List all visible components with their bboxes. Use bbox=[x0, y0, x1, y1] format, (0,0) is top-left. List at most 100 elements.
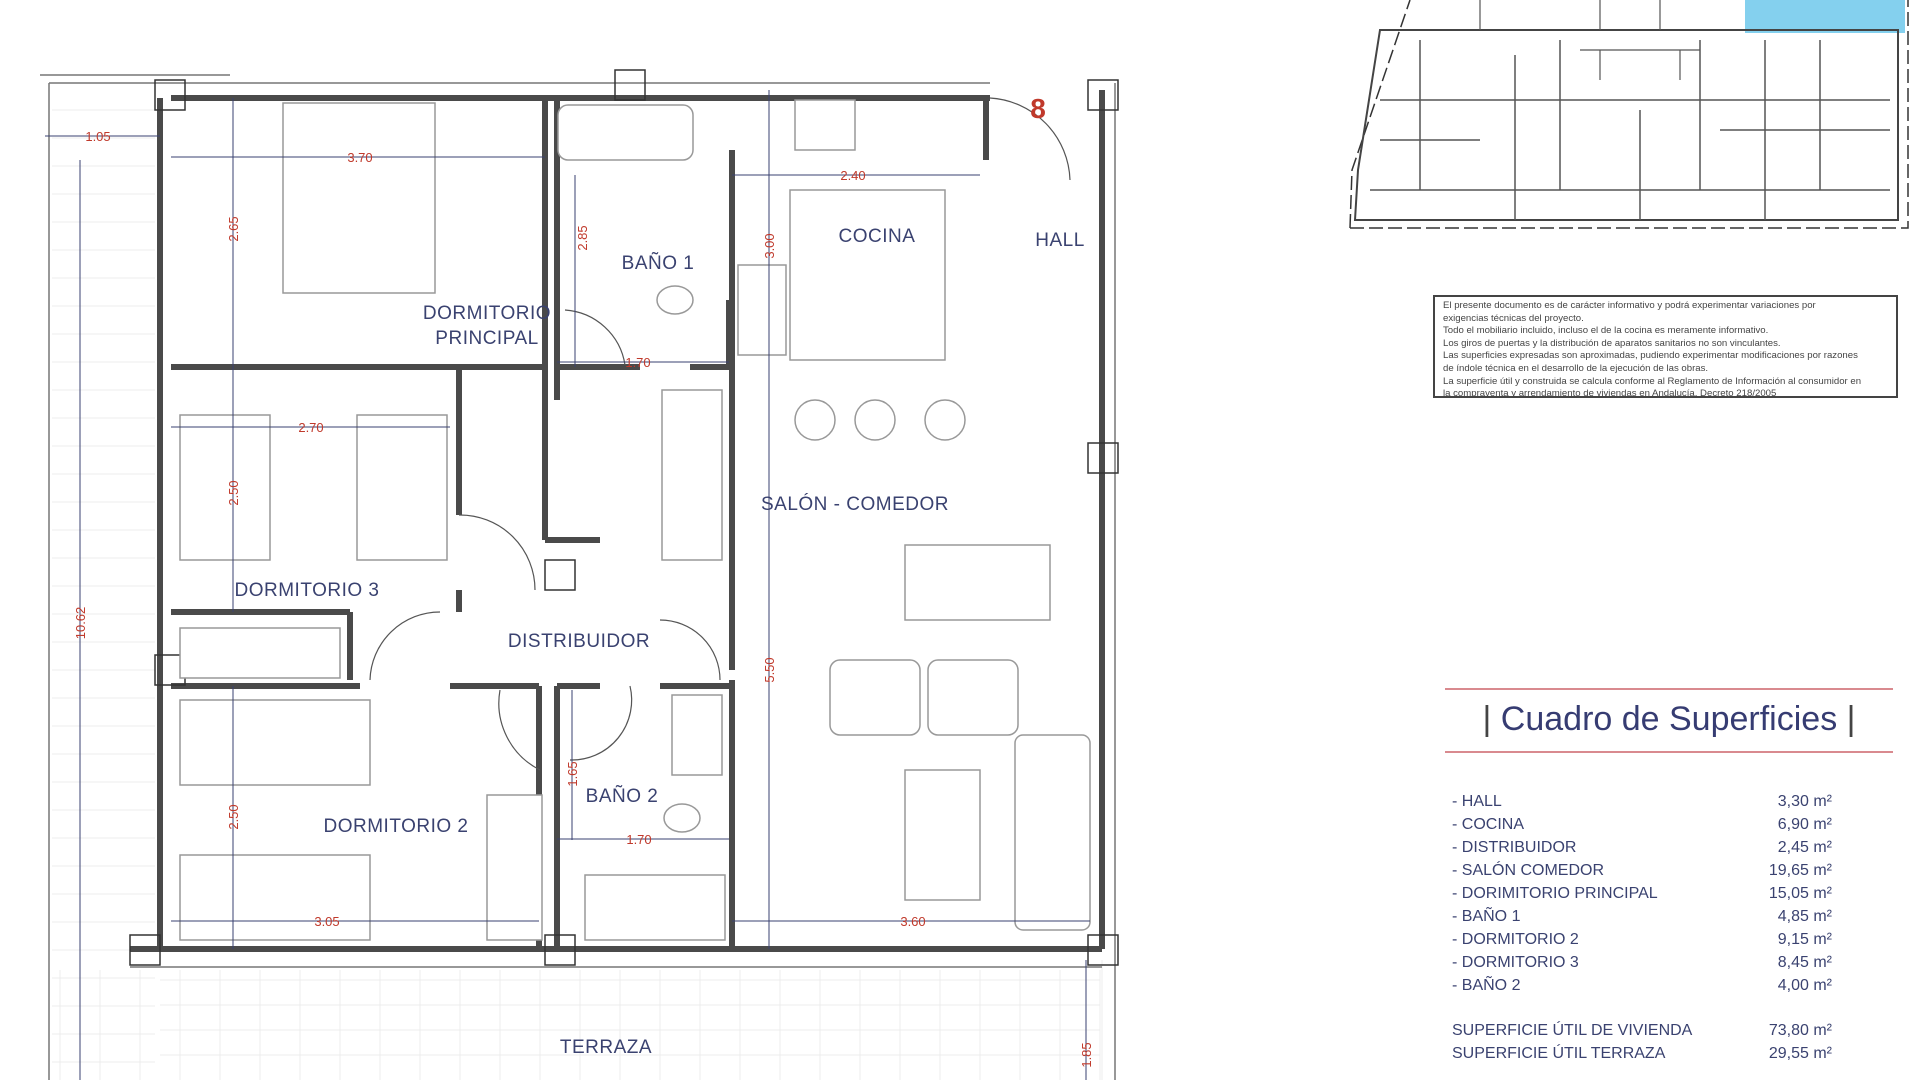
sink-icon bbox=[671, 694, 723, 776]
room-label-salon-comedor: SALÓN - COMEDOR bbox=[761, 493, 949, 515]
divider bbox=[1445, 688, 1893, 690]
dim-label: 3.00 bbox=[762, 233, 777, 258]
row-value: 8,45 m² bbox=[1777, 954, 1832, 971]
disclaimer-line: exigencias técnicas del proyecto. bbox=[1443, 312, 1584, 324]
furniture bbox=[179, 99, 1091, 941]
single-bed bbox=[179, 699, 371, 786]
surfaces-title-text: Cuadro de Superficies bbox=[1500, 700, 1838, 738]
bathtub-icon bbox=[557, 104, 694, 161]
disclaimer-line: La superficie útil y construida se calcu… bbox=[1443, 375, 1862, 387]
doors bbox=[369, 97, 1071, 771]
wardrobe bbox=[661, 389, 723, 561]
row-label: - DORMITORIO 2 bbox=[1452, 931, 1579, 948]
toilet-icon bbox=[663, 803, 701, 833]
dim-label: 2.50 bbox=[226, 480, 241, 505]
dim-label: 1.70 bbox=[625, 355, 650, 370]
dim-label: 10.62 bbox=[73, 607, 88, 640]
dim-label: 1.85 bbox=[1079, 1042, 1094, 1067]
dimension-labels: 1.05 3.70 2.65 2.85 3.00 2.40 1.70 2.70 … bbox=[73, 129, 1094, 1068]
room-label-hall: HALL bbox=[1035, 230, 1085, 251]
room-label-bano-1: BAÑO 1 bbox=[622, 252, 695, 274]
single-bed bbox=[179, 414, 271, 561]
room-labels: DORMITORIO PRINCIPAL BAÑO 1 COCINA HALL … bbox=[235, 226, 1085, 1058]
dim-label: 1.65 bbox=[565, 761, 580, 786]
walls bbox=[40, 74, 1116, 1080]
coffee-table bbox=[904, 769, 981, 901]
disclaimer-line: El presente documento es de carácter inf… bbox=[1443, 300, 1816, 311]
disclaimer-line: Los giros de puertas y la distribución d… bbox=[1443, 337, 1781, 349]
room-label-bano-2: BAÑO 2 bbox=[586, 785, 659, 807]
row-value: 6,90 m² bbox=[1777, 816, 1832, 833]
dim-label: 3.70 bbox=[347, 150, 372, 165]
dimension-lines bbox=[45, 90, 1090, 1080]
row-value: 9,15 m² bbox=[1777, 931, 1832, 948]
surfaces-title: | Cuadro de Superficies | bbox=[1482, 700, 1856, 738]
terrace-tiles bbox=[52, 109, 1101, 1080]
row-value: 4,00 m² bbox=[1777, 977, 1832, 994]
shower-tray-icon bbox=[584, 874, 726, 941]
armchair bbox=[927, 659, 1019, 736]
row-label: - BAÑO 1 bbox=[1452, 908, 1521, 925]
row-label: - DORMITORIO 3 bbox=[1452, 954, 1579, 971]
row-value: 15,05 m² bbox=[1768, 885, 1832, 902]
room-label-terraza: TERRAZA bbox=[560, 1037, 652, 1058]
dim-label: 2.65 bbox=[226, 216, 241, 241]
total-label: SUPERFICIE ÚTIL DE VIVIENDA bbox=[1452, 1022, 1693, 1039]
row-label: - SALÓN COMEDOR bbox=[1452, 862, 1605, 879]
room-label-distribuidor: DISTRIBUIDOR bbox=[508, 631, 650, 652]
kitchen-counter bbox=[789, 189, 946, 361]
cooktop-icon bbox=[794, 99, 856, 151]
highlighted-unit bbox=[1745, 0, 1905, 33]
dim-label: 2.50 bbox=[226, 804, 241, 829]
dim-label: 5.50 bbox=[762, 657, 777, 682]
row-value: 19,65 m² bbox=[1768, 862, 1832, 879]
single-bed bbox=[356, 414, 448, 561]
unit-number: 8 bbox=[1030, 93, 1046, 124]
total-label: SUPERFICIE ÚTIL TERRAZA bbox=[1452, 1045, 1666, 1062]
row-value: 4,85 m² bbox=[1777, 908, 1832, 925]
row-value: 3,30 m² bbox=[1777, 793, 1832, 810]
room-label-dormitorio-principal-2: PRINCIPAL bbox=[435, 328, 538, 349]
row-label: - BAÑO 2 bbox=[1452, 977, 1521, 994]
row-value: 2,45 m² bbox=[1777, 839, 1832, 856]
dim-label: 2.85 bbox=[575, 225, 590, 250]
room-label-dormitorio-principal: DORMITORIO bbox=[423, 303, 551, 324]
key-plan-thumbnail bbox=[1349, 0, 1909, 229]
disclaimer-line: Todo el mobiliario incluido, incluso el … bbox=[1443, 325, 1769, 337]
wardrobe bbox=[179, 627, 341, 679]
row-label: - COCINA bbox=[1452, 816, 1524, 833]
columns bbox=[129, 69, 1119, 966]
total-value: 73,80 m² bbox=[1768, 1022, 1832, 1039]
dim-label: 1.70 bbox=[626, 832, 651, 847]
room-label-dormitorio-2: DORMITORIO 2 bbox=[324, 816, 469, 837]
single-bed bbox=[179, 854, 371, 941]
total-value: 29,55 m² bbox=[1768, 1045, 1832, 1062]
disclaimer-line: la compraventa y arrendamiento de vivien… bbox=[1443, 388, 1777, 400]
wardrobe bbox=[486, 794, 543, 941]
surface-row: - SALÓN COMEDOR 19,65 m² bbox=[1452, 862, 1832, 884]
surface-row: - DORMITORIO 3 8,45 m² bbox=[1452, 954, 1832, 976]
divider bbox=[1445, 751, 1893, 753]
disclaimer-box: El presente documento es de carácter inf… bbox=[1433, 295, 1898, 400]
dining-table bbox=[904, 544, 1051, 621]
surface-row: - BAÑO 2 4,00 m² bbox=[1452, 977, 1832, 999]
surface-row: - COCINA 6,90 m² bbox=[1452, 816, 1832, 838]
disclaimer-line: de índole técnica en el desarrollo de la… bbox=[1443, 362, 1709, 374]
room-label-dormitorio-3: DORMITORIO 3 bbox=[235, 580, 380, 601]
kitchen-sink-icon bbox=[737, 264, 787, 356]
surface-row: - DISTRIBUIDOR 2,45 m² bbox=[1452, 839, 1832, 861]
dim-label: 1.05 bbox=[85, 129, 110, 144]
surface-row: - DORMITORIO 2 9,15 m² bbox=[1452, 931, 1832, 953]
row-label: - DISTRIBUIDOR bbox=[1452, 839, 1577, 856]
armchair bbox=[829, 659, 921, 736]
dim-label: 3.60 bbox=[900, 914, 925, 929]
dim-label: 2.40 bbox=[840, 168, 865, 183]
sofa bbox=[1014, 734, 1091, 931]
tile-grid bbox=[52, 109, 1101, 1080]
room-label-cocina: COCINA bbox=[839, 226, 916, 247]
total-row: SUPERFICIE ÚTIL DE VIVIENDA 73,80 m² bbox=[1452, 1022, 1832, 1044]
